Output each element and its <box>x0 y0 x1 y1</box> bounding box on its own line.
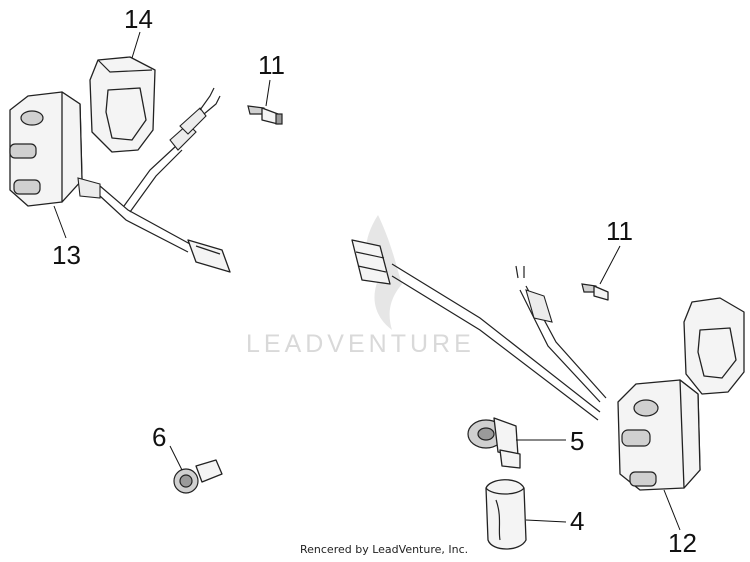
callout-11-right: 11 <box>606 216 633 246</box>
callout-12: 12 <box>668 528 697 558</box>
part-4-boot <box>485 479 527 550</box>
part-right-switch-cover <box>683 297 745 395</box>
part-6-switch <box>173 459 223 494</box>
watermark-text: LEADVENTURE <box>246 330 475 358</box>
part-11-bulb-right <box>581 283 609 301</box>
part-12-right-switch-assembly <box>351 239 701 491</box>
callout-6: 6 <box>152 422 166 452</box>
callout-11-top: 11 <box>258 50 285 80</box>
watermark: LEADVENTURE <box>246 215 475 358</box>
credit-text: Rencered by LeadVenture, Inc. <box>300 543 468 556</box>
part-5-ignition-switch <box>467 417 521 469</box>
part-14-switch-cover <box>89 56 156 153</box>
callout-5: 5 <box>570 426 584 456</box>
callout-4: 4 <box>570 506 584 536</box>
part-11-bulb-top <box>247 105 283 125</box>
part-13-left-switch-assembly <box>9 87 231 273</box>
callout-13: 13 <box>52 240 81 270</box>
leader-lines <box>53 31 681 531</box>
callout-14: 14 <box>124 4 153 34</box>
